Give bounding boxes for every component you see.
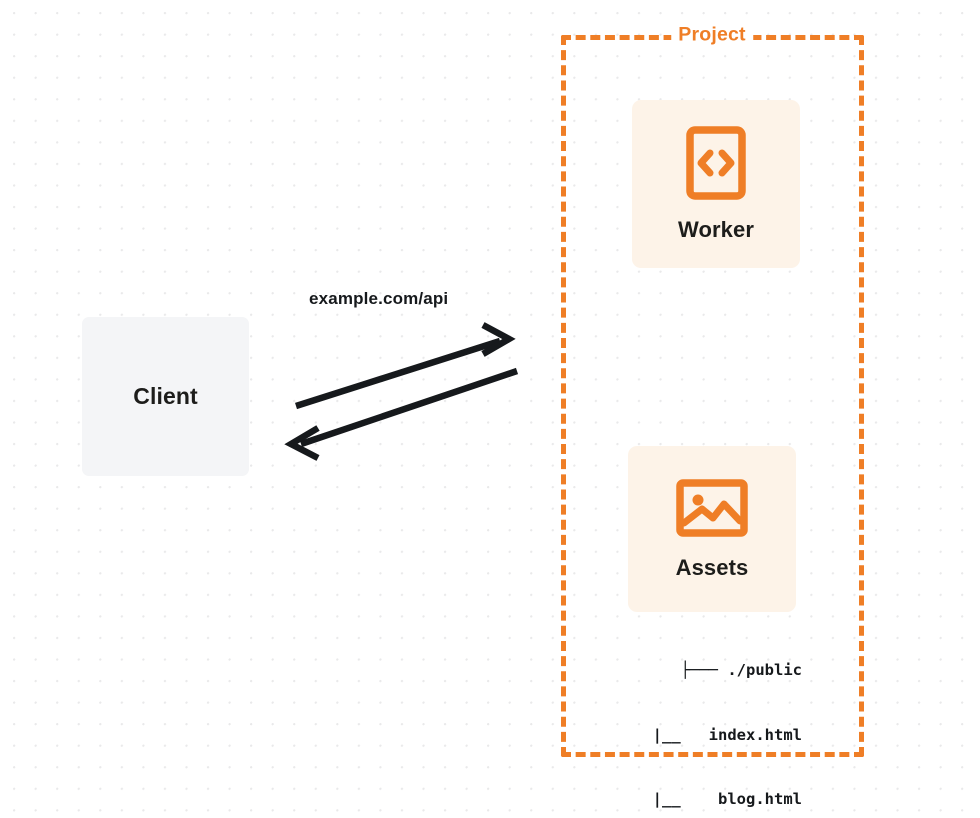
client-node[interactable]: Client [82,317,249,476]
code-brackets-icon [686,125,746,205]
request-arrow [295,322,516,410]
file-tree-row: |__ blog.html [624,790,802,808]
file-tree-row: ├─── ./public [680,661,802,679]
project-title: Project [671,23,753,47]
client-label: Client [133,383,198,409]
file-tree-row: |__ index.html [624,725,802,744]
response-arrow [284,367,519,461]
assets-label: Assets [675,554,749,580]
worker-label: Worker [678,216,754,242]
worker-card[interactable]: Worker [632,100,800,268]
assets-file-tree: ├─── ./public |__ index.html |__ blog.ht… [608,617,802,818]
assets-card[interactable]: Assets [628,446,796,612]
connection-label: example.com/api [309,289,449,308]
image-picture-icon [676,478,748,543]
